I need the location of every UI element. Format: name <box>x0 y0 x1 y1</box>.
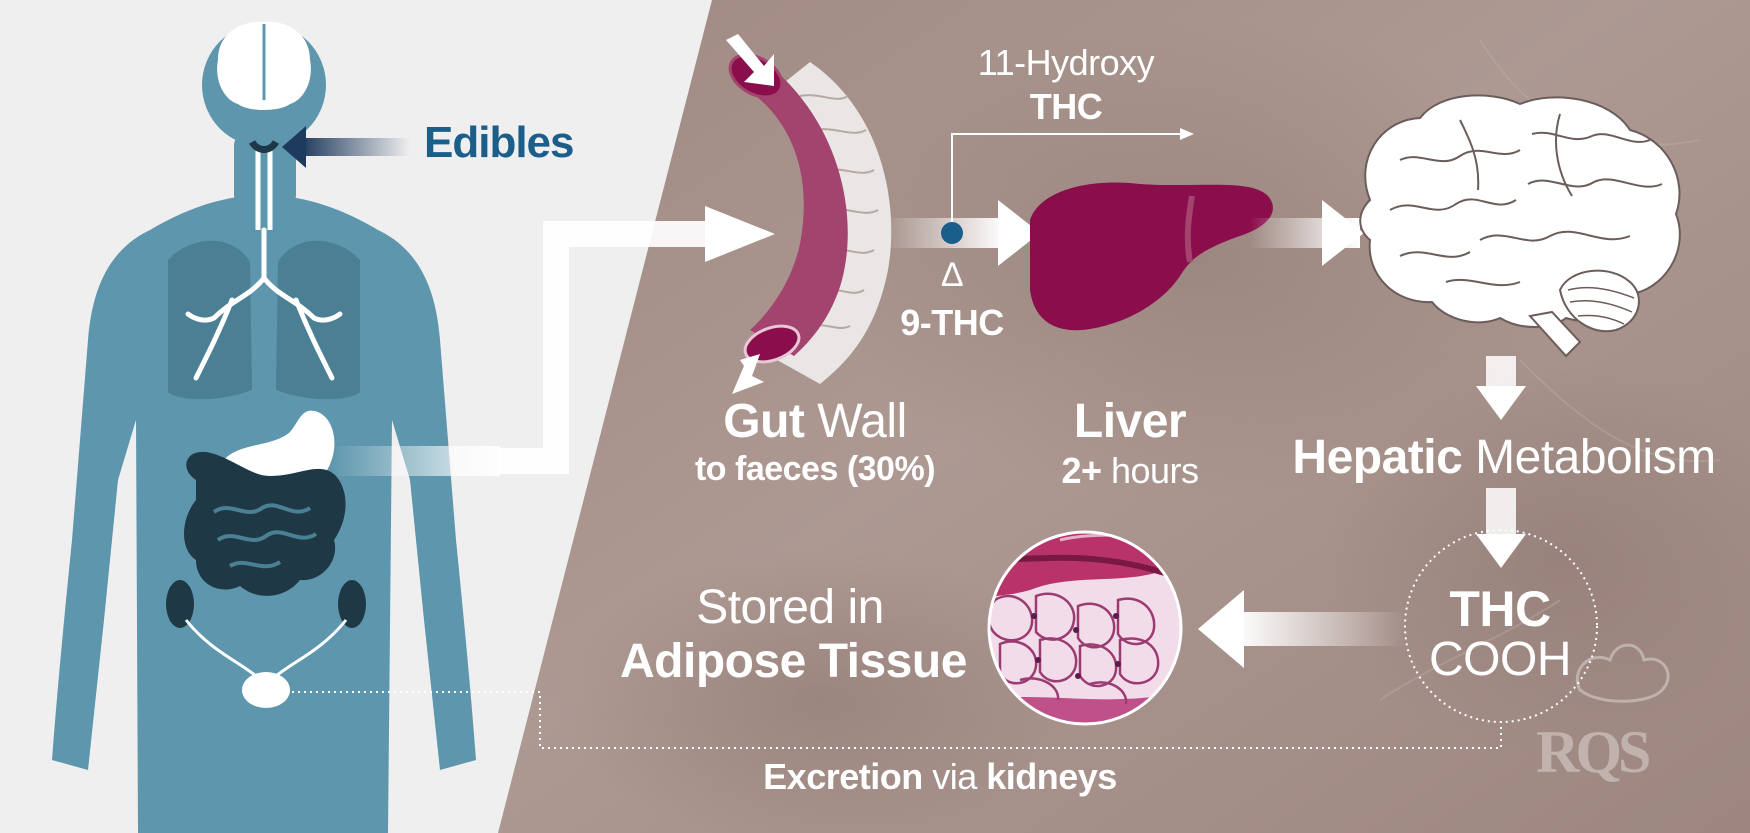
brain-stem <box>1528 310 1582 358</box>
intestines-icon <box>184 451 346 596</box>
liver-icon <box>1030 182 1273 331</box>
ureters <box>184 619 348 678</box>
liver-time-rest: hours <box>1101 450 1199 491</box>
human-body-icon <box>52 21 500 833</box>
delta9-thc-node <box>941 222 963 244</box>
rqs-watermark: RQS <box>1536 719 1651 785</box>
hepatic-metabolism-label: Hepatic Metabolism <box>1284 430 1724 485</box>
edibles-arrowhead <box>282 126 306 168</box>
gut-villi-band <box>770 62 892 384</box>
bladder-icon <box>242 672 290 708</box>
liver-time-strong: 2+ <box>1061 450 1102 491</box>
edibles-label: Edibles <box>424 118 574 167</box>
brain-outline <box>1359 94 1681 328</box>
hepatic-strong: Hepatic <box>1292 431 1463 484</box>
gut-tube <box>742 66 848 356</box>
gut-opening-bottom <box>743 324 801 364</box>
hydroxy-thc-label-line2: THC <box>1029 86 1103 127</box>
stomach-connector <box>330 446 500 476</box>
excretion-via: via <box>922 756 987 797</box>
delta9-thc-label: 9-THC <box>900 302 1004 343</box>
watermark-crest-icon <box>1575 643 1670 703</box>
gut-faeces-label: to faeces (30%) <box>694 450 936 488</box>
excretion-dotted-path <box>286 691 1502 749</box>
liver-time-label: 2+ hours <box>1040 450 1220 492</box>
esophagus <box>255 150 273 230</box>
adipose-tissue-label: Adipose Tissue <box>620 635 967 688</box>
hydroxy-branch-arrowhead <box>1180 128 1194 140</box>
liver-label: Liver <box>1073 395 1187 448</box>
neck <box>234 135 296 205</box>
metabolism-down-arrowhead <box>1476 534 1526 568</box>
delta-symbol: Δ <box>940 256 964 294</box>
liver-to-brain-arrowhead <box>1322 200 1364 266</box>
liver-lobe-line <box>1184 195 1195 263</box>
metabolism-down-arrow-shaft <box>1486 488 1516 534</box>
excretion-strong: Excretion <box>763 756 923 797</box>
excretion-label: Excretion via kidneys <box>740 756 1140 798</box>
route-arrowhead <box>705 206 775 262</box>
gut-villi-lines <box>799 94 879 329</box>
kidney-icon-left <box>166 580 194 628</box>
adipose-tissue-border <box>987 530 1183 726</box>
brain-down-arrowhead <box>1476 386 1526 420</box>
gut-wall-rest: Wall <box>804 395 907 448</box>
brain-down-arrow-shaft <box>1486 356 1516 390</box>
to-adipose-arrow-shaft <box>1236 612 1406 646</box>
hydroxy-branch-line <box>951 133 1180 222</box>
texture-blot <box>1320 360 1750 760</box>
bronchi <box>185 227 343 381</box>
brain-folds <box>1389 113 1663 287</box>
gut-wall-label: Gut Wall <box>690 394 940 449</box>
mouth <box>249 139 279 153</box>
stored-in-label: Stored in <box>696 581 884 634</box>
lungs-icon <box>168 240 360 400</box>
texture-blot <box>560 550 1080 833</box>
brain-outline-icon <box>1359 94 1681 358</box>
thc-cooh-label-line1: THC <box>1449 581 1551 637</box>
excretion-kidneys: kidneys <box>986 756 1117 797</box>
to-adipose-arrowhead <box>1198 590 1244 668</box>
edibles-arrow-shaft <box>300 138 410 156</box>
hepatic-rest: Metabolism <box>1462 431 1716 484</box>
gut-entry-arrow <box>726 34 774 86</box>
hydroxy-thc-label-line1: 11-Hydroxy <box>977 42 1155 83</box>
gut-to-liver-arrowhead <box>998 200 1040 266</box>
intestine-folds <box>212 503 318 569</box>
gut-wall-strong: Gut <box>723 395 805 448</box>
kidney-icon-right <box>338 580 366 628</box>
route-arrow-stomach-to-gut <box>498 221 710 474</box>
thc-cooh-label-line2: COOH <box>1429 633 1572 686</box>
cerebellum-lines <box>1567 286 1635 325</box>
gut-exit-arrow <box>732 354 764 394</box>
